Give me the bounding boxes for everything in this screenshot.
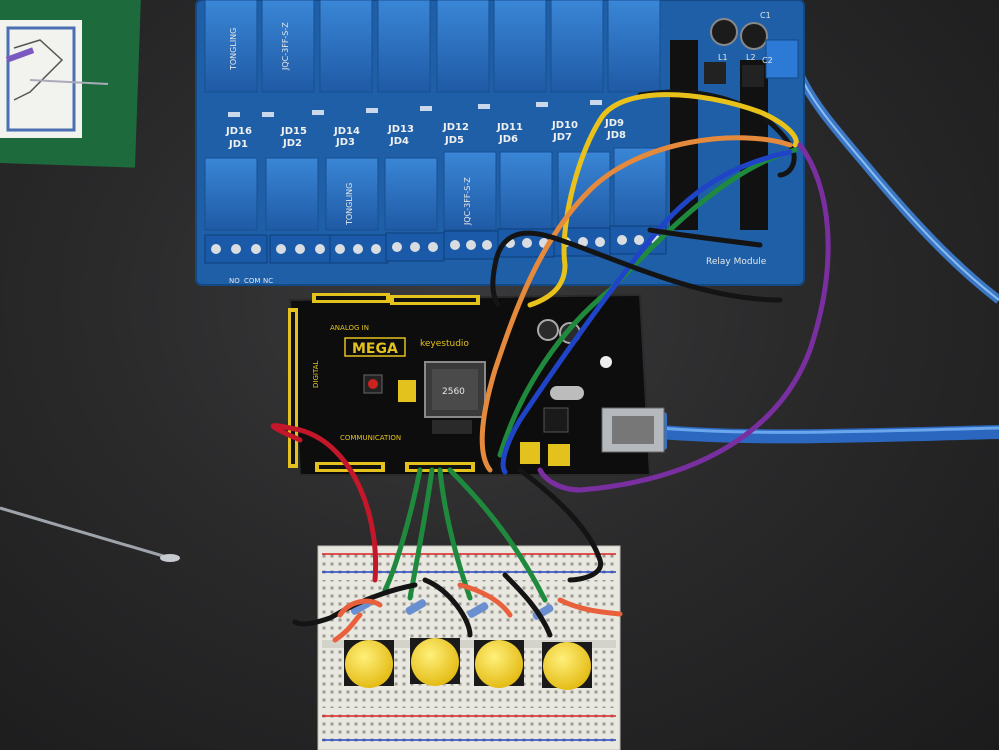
jd-label: JD7 xyxy=(552,132,572,143)
terminal-label-com: COM xyxy=(244,277,260,285)
jd-labels-bottom: JD1 JD2 JD3 JD4 JD5 JD6 JD7 JD8 xyxy=(228,130,626,150)
jumper-wires xyxy=(270,89,831,643)
relay-row-top xyxy=(204,0,661,93)
jd-label: JD1 xyxy=(228,139,248,150)
jd-label: JD9 xyxy=(604,118,624,129)
component-label: L2 xyxy=(746,53,756,62)
arduino-communication-label: COMMUNICATION xyxy=(340,434,401,442)
jd-label: JD15 xyxy=(280,126,307,137)
terminal-label-nc: NC xyxy=(263,277,273,285)
jd-label: JD5 xyxy=(444,135,464,146)
terminal-label-no: NO xyxy=(229,277,240,285)
jd-label: JD11 xyxy=(496,122,523,133)
arduino-analog-label: ANALOG IN xyxy=(330,324,369,332)
relay-brand-text: TONGLING xyxy=(345,183,354,226)
relay-module-electronics: C1 C2 L1 L2 xyxy=(670,11,799,230)
jd-label: JD3 xyxy=(335,137,355,148)
relay-model-text: JQC-3FF-S-Z xyxy=(463,177,472,226)
jd-label: JD2 xyxy=(282,138,302,149)
arduino-model-text: MEGA xyxy=(352,341,398,357)
arduino-mega: MEGA keyestudio ANALOG IN COMMUNICATION … xyxy=(288,293,665,476)
relay-module-title: Relay Module xyxy=(706,257,767,267)
jd-label: JD14 xyxy=(333,126,360,137)
arduino-digital-label: DIGITAL xyxy=(312,361,320,388)
jd-label: JD6 xyxy=(498,134,518,145)
jd-label: JD12 xyxy=(442,122,469,133)
relay-model-text: JQC-3FF-S-Z xyxy=(281,22,290,71)
jd-label: JD10 xyxy=(551,120,578,131)
component-label: C2 xyxy=(762,56,773,65)
yellow-button-2 xyxy=(411,638,459,686)
yellow-button-1 xyxy=(345,640,393,688)
jd-label: JD13 xyxy=(387,124,414,135)
jd-label: JD8 xyxy=(606,130,626,141)
arduino-brand-text: keyestudio xyxy=(420,339,469,349)
green-pcb xyxy=(0,0,142,168)
relay-module: TONGLING JQC-3FF-S-Z TONGLING JQC-3FF-S-… xyxy=(195,0,805,286)
relay-brand-text: TONGLING xyxy=(229,28,238,71)
probe-needle xyxy=(0,506,180,562)
jd-label: JD16 xyxy=(225,126,252,137)
relay-row-bottom xyxy=(204,147,667,231)
jd-label: JD4 xyxy=(389,136,409,147)
yellow-button-4 xyxy=(543,642,591,690)
push-buttons xyxy=(344,638,592,690)
component-label: C1 xyxy=(760,11,771,20)
component-label: L1 xyxy=(718,53,728,62)
arduino-chip-label: 2560 xyxy=(442,387,465,397)
yellow-button-3 xyxy=(475,640,523,688)
jd-labels-top: JD16 JD15 JD14 JD13 JD12 JD11 JD10 JD9 xyxy=(225,118,624,137)
